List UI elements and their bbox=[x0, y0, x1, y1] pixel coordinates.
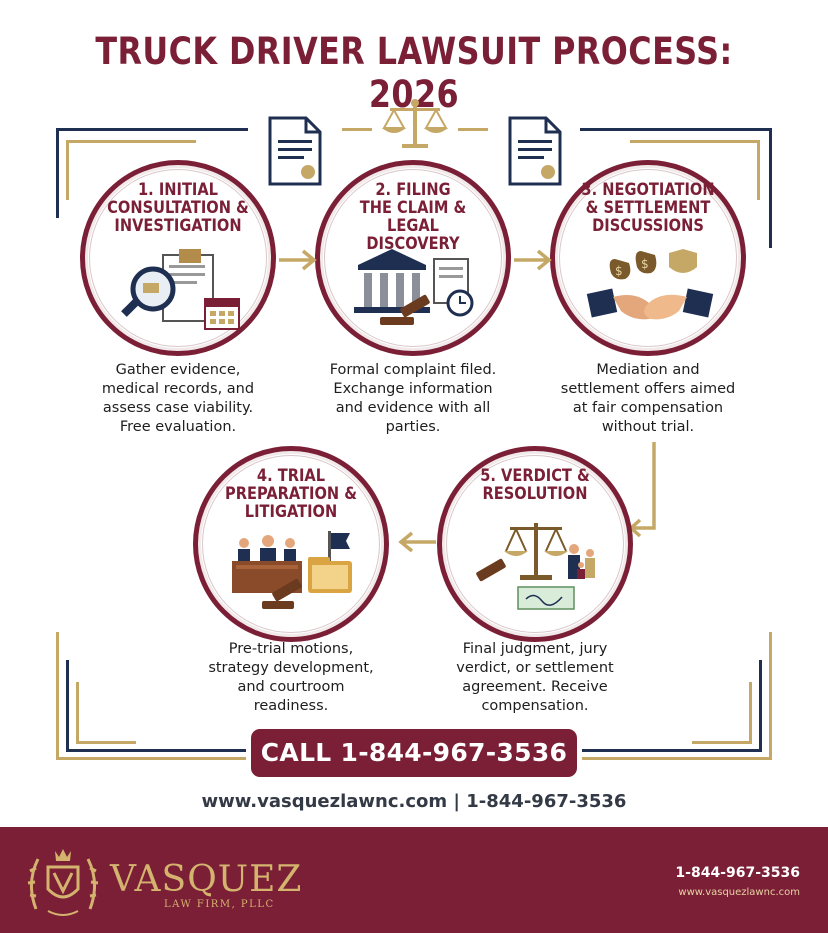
step-5-heading: 5. VERDICT &RESOLUTION bbox=[480, 466, 590, 504]
document-icon bbox=[508, 116, 562, 186]
verdict-icon bbox=[476, 523, 595, 610]
frame-line bbox=[458, 128, 488, 131]
frame-line bbox=[56, 757, 246, 760]
frame-line bbox=[582, 749, 762, 752]
frame-line bbox=[66, 140, 196, 143]
arrow-left-icon bbox=[398, 531, 436, 553]
step-4-description: Pre-trial motions,strategy development,a… bbox=[208, 641, 374, 714]
frame-line bbox=[757, 140, 760, 200]
courthouse-icon bbox=[354, 249, 474, 325]
courtroom-icon bbox=[232, 531, 352, 609]
brand-subtitle: LAW FIRM, PLLC bbox=[164, 899, 275, 910]
step-5-circle: 5. VERDICT &RESOLUTION bbox=[437, 446, 633, 642]
handshake-icon: $ $ bbox=[586, 249, 714, 320]
page-title: TRUCK DRIVER LAWSUIT PROCESS: 2026 bbox=[95, 30, 733, 116]
scales-of-justice-icon bbox=[382, 99, 448, 148]
frame-line bbox=[582, 757, 772, 760]
frame-line bbox=[759, 660, 762, 752]
document-icon bbox=[268, 116, 322, 186]
brand-name: VASQUEZ bbox=[110, 859, 303, 900]
footer-phone[interactable]: 1-844-967-3536 bbox=[675, 865, 800, 881]
frame-line bbox=[66, 749, 246, 752]
frame-line bbox=[56, 128, 248, 131]
svg-text:$: $ bbox=[641, 257, 649, 271]
svg-text:$: $ bbox=[615, 264, 623, 278]
frame-line bbox=[342, 128, 372, 131]
arrow-right-icon bbox=[514, 249, 552, 271]
frame-line bbox=[692, 741, 752, 744]
frame-line bbox=[749, 682, 752, 742]
step-2-description: Formal complaint filed.Exchange informat… bbox=[329, 362, 497, 435]
frame-line bbox=[66, 660, 69, 752]
law-firm-logo-icon bbox=[27, 849, 99, 916]
call-button[interactable]: CALL 1-844-967-3536 bbox=[251, 729, 577, 777]
frame-line bbox=[769, 632, 772, 760]
investigation-icon bbox=[121, 249, 240, 330]
frame-line bbox=[769, 128, 772, 248]
footer: VASQUEZ LAW FIRM, PLLC 1-844-967-3536 ww… bbox=[0, 827, 828, 933]
frame-line bbox=[66, 140, 69, 200]
footer-website[interactable]: www.vasquezlawnc.com bbox=[678, 887, 800, 898]
contact-line[interactable]: www.vasquezlawnc.com | 1-844-967-3536 bbox=[201, 791, 627, 812]
frame-line bbox=[76, 682, 79, 742]
frame-line bbox=[56, 128, 59, 218]
frame-line bbox=[76, 741, 136, 744]
frame-line bbox=[580, 128, 772, 131]
frame-line bbox=[56, 632, 59, 760]
arrow-right-icon bbox=[279, 249, 317, 271]
frame-line bbox=[630, 140, 760, 143]
